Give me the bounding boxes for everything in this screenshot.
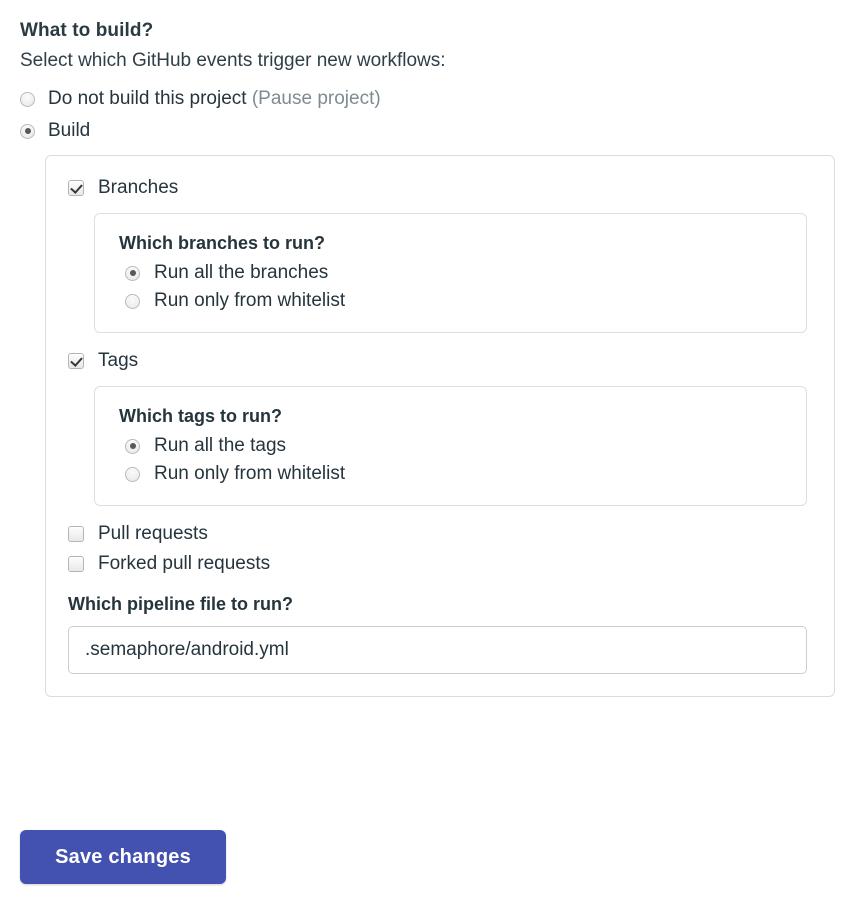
pipeline-file-label: Which pipeline file to run? <box>68 594 293 614</box>
radio-icon-build[interactable] <box>20 123 35 139</box>
radio-option-do-not-build[interactable]: Do not build this project (Pause project… <box>20 87 868 111</box>
spacer-pipeline <box>68 576 812 592</box>
build-mode-radio-group: Do not build this project (Pause project… <box>20 87 868 143</box>
checkbox-row-tags[interactable]: Tags <box>68 349 812 373</box>
radio-label-do-not-build: Do not build this project (Pause project… <box>48 87 381 111</box>
radio-label-run-all-branches: Run all the branches <box>154 262 329 283</box>
checkbox-row-branches[interactable]: Branches <box>68 176 812 200</box>
spacer-tags-pulls <box>68 506 812 522</box>
radio-label-branches-whitelist: Run only from whitelist <box>154 290 346 311</box>
spacer-branches-tags <box>68 333 812 349</box>
radio-label-run-all-tags: Run all the tags <box>154 435 287 456</box>
checkbox-label-forked-pull-requests: Forked pull requests <box>98 553 271 574</box>
radio-option-build[interactable]: Build <box>20 119 868 143</box>
checkbox-icon-tags[interactable] <box>68 353 84 369</box>
radio-icon-branches-whitelist[interactable] <box>125 293 140 309</box>
tags-subpanel-title: Which tags to run? <box>119 406 282 426</box>
radio-option-tags-whitelist[interactable]: Run only from whitelist <box>125 462 782 486</box>
radio-icon-do-not-build[interactable] <box>20 91 35 107</box>
pause-project-note: (Pause project) <box>251 88 381 109</box>
checkbox-icon-forked-pull-requests[interactable] <box>68 556 84 572</box>
checkbox-label-pull-requests: Pull requests <box>98 523 208 544</box>
radio-option-run-all-branches[interactable]: Run all the branches <box>125 261 782 285</box>
radio-option-branches-whitelist[interactable]: Run only from whitelist <box>125 289 782 313</box>
checkbox-icon-pull-requests[interactable] <box>68 526 84 542</box>
checkbox-label-tags: Tags <box>98 350 139 371</box>
radio-icon-run-all-tags[interactable] <box>125 438 140 454</box>
radio-icon-run-all-branches[interactable] <box>125 265 140 281</box>
pipeline-file-input[interactable] <box>68 626 807 674</box>
branches-subpanel-title: Which branches to run? <box>119 233 326 253</box>
radio-option-run-all-tags[interactable]: Run all the tags <box>125 434 782 458</box>
branches-subpanel: Which branches to run? Run all the branc… <box>94 213 807 333</box>
build-options-panel: Branches Which branches to run? Run all … <box>45 155 835 697</box>
checkbox-row-pull-requests[interactable]: Pull requests <box>68 522 812 546</box>
checkbox-icon-branches[interactable] <box>68 180 84 196</box>
checkbox-label-branches: Branches <box>98 177 179 198</box>
radio-label-build: Build <box>48 120 91 141</box>
page-title: What to build? <box>20 20 154 41</box>
page-subtitle: Select which GitHub events trigger new w… <box>20 50 446 71</box>
radio-icon-tags-whitelist[interactable] <box>125 466 140 482</box>
save-changes-button[interactable]: Save changes <box>20 830 226 884</box>
tags-subpanel: Which tags to run? Run all the tags Run … <box>94 386 807 506</box>
radio-label-tags-whitelist: Run only from whitelist <box>154 463 346 484</box>
radio-label-text-do-not-build: Do not build this project <box>48 88 247 109</box>
checkbox-row-forked-pull-requests[interactable]: Forked pull requests <box>68 552 812 576</box>
